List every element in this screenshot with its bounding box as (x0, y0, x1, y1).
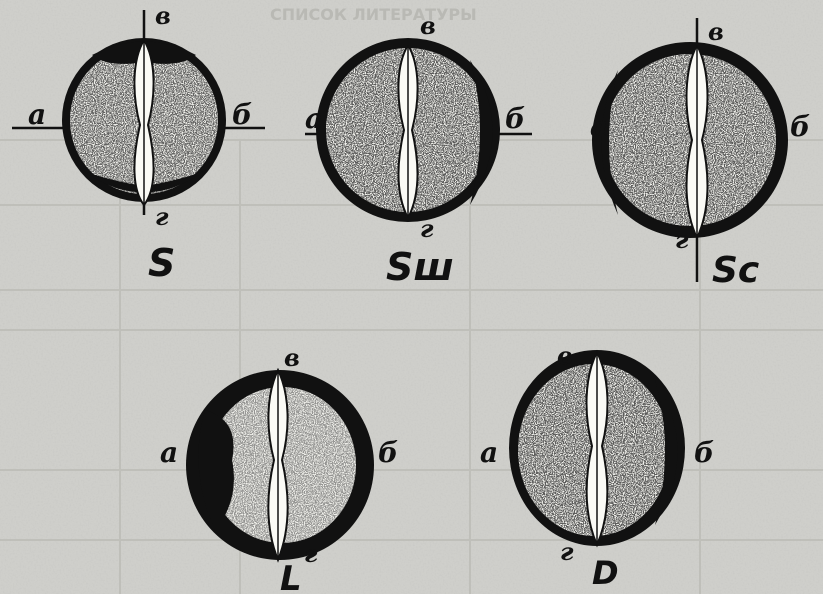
label-left: а (305, 102, 323, 135)
label-bottom: г (560, 537, 574, 566)
label-right: б (790, 110, 810, 143)
label-left: а (160, 436, 178, 469)
bleed-through-heading: СПИСОК ЛИТЕРАТУРЫ (270, 5, 477, 24)
label-right: б (378, 436, 398, 469)
figure-caption: L (280, 559, 302, 594)
label-top: в (420, 11, 436, 40)
figure-caption: S (148, 241, 175, 285)
label-bottom: г (155, 202, 169, 231)
label-top: в (557, 341, 573, 370)
label-left: а (590, 110, 608, 143)
label-left: а (480, 436, 498, 469)
label-bottom: г (304, 539, 318, 568)
label-top: в (708, 17, 724, 46)
label-top: в (155, 1, 171, 30)
label-bottom: г (675, 225, 689, 254)
figure-caption: Sc (712, 250, 759, 291)
label-bottom: г (420, 214, 434, 243)
label-top: в (284, 343, 300, 372)
label-right: б (232, 98, 252, 131)
figure-caption: D (592, 554, 619, 592)
label-left: а (28, 98, 46, 131)
figure-caption: Sш (386, 245, 454, 289)
label-right: б (694, 436, 714, 469)
label-right: б (505, 102, 525, 135)
